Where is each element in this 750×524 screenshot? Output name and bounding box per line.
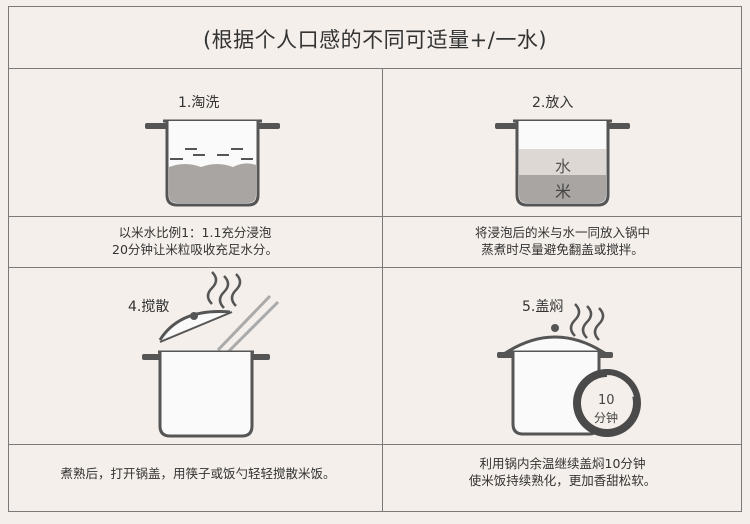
step-5-label: 5.盖焖 <box>522 299 564 315</box>
divider <box>8 216 742 217</box>
caption-line: 蒸煮时尽量避免翻盖或搅拌。 <box>481 242 644 257</box>
step-1-caption: 以米水比例1：1.1充分浸泡 20分钟让米粒吸收充足水分。 <box>40 224 350 258</box>
divider <box>382 68 383 267</box>
pot-adding-illustration <box>495 119 630 207</box>
caption-line: 20分钟让米粒吸收充足水分。 <box>112 242 278 257</box>
caption-line: 使米饭持续熟化，更加香甜松软。 <box>468 473 657 488</box>
caption-line: 以米水比例1：1.1充分浸泡 <box>118 225 272 240</box>
rice-layer-label: 米 <box>555 182 572 201</box>
step-1-label: 1.淘洗 <box>178 95 220 111</box>
step-2-label: 2.放入 <box>532 95 574 111</box>
step-2-caption: 将浸泡后的米与水一同放入锅中 蒸煮时尽量避免翻盖或搅拌。 <box>400 224 725 258</box>
timer-unit: 分钟 <box>594 411 619 425</box>
step-4-label: 4.搅散 <box>128 299 170 315</box>
instruction-frame <box>8 6 742 512</box>
timer-icon <box>573 369 641 437</box>
pot-stirring-illustration <box>142 271 280 438</box>
divider <box>8 68 742 69</box>
step-4-caption: 煮熟后，打开锅盖，用筷子或饭勺轻轻搅散米饭。 <box>28 465 368 482</box>
divider <box>8 444 742 445</box>
divider <box>382 267 383 512</box>
divider <box>8 267 742 268</box>
caption-line: 煮熟后，打开锅盖，用筷子或饭勺轻轻搅散米饭。 <box>60 466 336 481</box>
caption-line: 将浸泡后的米与水一同放入锅中 <box>474 225 650 240</box>
page-title: (根据个人口感的不同可适量+/一水) <box>202 28 548 52</box>
pot-washing-illustration <box>145 119 280 207</box>
step-5-caption: 利用锅内余温继续盖焖10分钟 使米饭持续熟化，更加香甜松软。 <box>400 455 725 489</box>
timer-value: 10 <box>598 393 615 408</box>
caption-line: 利用锅内余温继续盖焖10分钟 <box>479 456 646 471</box>
water-layer-label: 水 <box>555 157 572 176</box>
